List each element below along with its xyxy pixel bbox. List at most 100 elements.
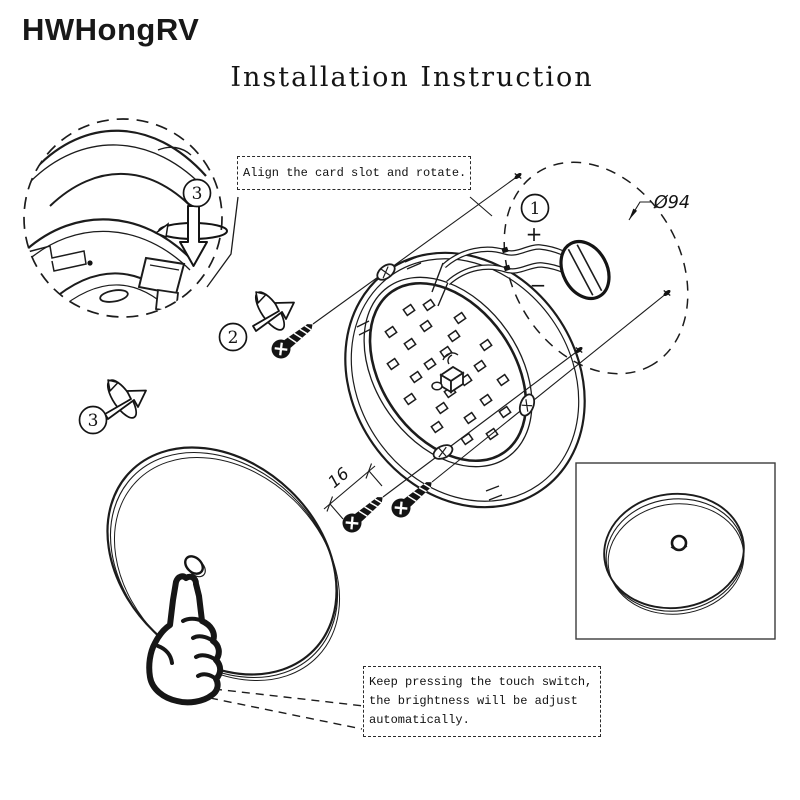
- connector-ring: [559, 239, 611, 301]
- touch-note-line-3: automatically.: [369, 713, 470, 727]
- step-badge-circle: [182, 178, 212, 208]
- card-slot-latch: [137, 256, 186, 296]
- led-chip: [473, 359, 487, 373]
- dimension-tick: [326, 496, 334, 512]
- rotate-arrow-icon: [249, 287, 295, 335]
- rotate-arrow-icon: [101, 375, 147, 423]
- pointing-hand-icon: [146, 573, 224, 706]
- led-chip: [498, 405, 512, 419]
- touch-button[interactable]: [182, 553, 206, 577]
- hand-finger-lines: [156, 616, 218, 681]
- assembled-lamp-rim: [605, 498, 745, 612]
- slot-hole: [99, 289, 129, 303]
- flange-step: [24, 245, 87, 272]
- step-badge-3-detail: 3: [182, 178, 212, 208]
- pin-dot: [87, 260, 93, 266]
- press-down-arrow-icon: [179, 205, 208, 267]
- led-chip: [447, 329, 461, 343]
- polarity-negative-label: −: [530, 273, 547, 297]
- screw-alignment-lines: [312, 175, 668, 498]
- step-badge-1: 1: [520, 193, 550, 223]
- led-chip: [422, 298, 436, 312]
- alignment-line: [382, 349, 580, 498]
- screw-length-label: 16: [324, 464, 352, 492]
- led-chip: [463, 411, 477, 425]
- alignment-line: [312, 175, 519, 325]
- wire-curl: [442, 352, 459, 365]
- page-title: Installation Instruction: [230, 62, 594, 93]
- center-terminal-block: [431, 352, 465, 394]
- rim-notch: [356, 320, 372, 336]
- step-badge-2: 2: [218, 322, 248, 352]
- panel-screw-marks: [514, 172, 671, 354]
- led-chip: [402, 303, 416, 317]
- connector-slots: [567, 244, 603, 296]
- card-slot-detail-view: 3: [23, 118, 228, 318]
- block-port: [431, 381, 443, 391]
- housing-curve: [29, 144, 209, 193]
- led-chip: [403, 392, 417, 406]
- step-badge-3: 3: [78, 405, 108, 435]
- led-chip: [430, 420, 444, 434]
- mounting-screw-icon: [337, 488, 390, 538]
- wire-connector: [559, 239, 611, 301]
- screw-hole: [518, 393, 536, 417]
- wire-clip: [501, 246, 509, 254]
- led-chip: [479, 393, 493, 407]
- touch-note-line-1: Keep pressing the touch switch,: [369, 675, 593, 689]
- dimension-tick: [365, 463, 373, 479]
- housing-curve: [157, 146, 192, 156]
- diameter-leader-line: [628, 201, 651, 221]
- diameter-leader-arrowhead: [629, 208, 638, 220]
- assembled-view-box: [575, 462, 776, 640]
- lamp-base-drawing: [344, 251, 586, 509]
- dimension-line: [323, 465, 376, 510]
- align-note-text: Align the card slot and rotate.: [243, 166, 467, 180]
- screw-length-dimension: [323, 463, 383, 520]
- recess-step-edge: [363, 276, 533, 468]
- housing-curve: [49, 173, 199, 215]
- mounting-hole-dashed-ellipse: [503, 161, 689, 375]
- led-chip: [435, 401, 449, 415]
- alignment-line: [431, 292, 668, 483]
- assembled-lamp-edge: [603, 492, 745, 610]
- wire-core: [443, 245, 564, 268]
- rotate-arrowhead-icon: [154, 222, 170, 239]
- touch-note-line-2: the brightness will be adjust: [369, 694, 578, 708]
- wire-clip: [503, 264, 511, 272]
- extension-line: [368, 470, 383, 487]
- lamp-cover-drawing: [106, 446, 341, 681]
- hole-diameter-label: Ø94: [653, 193, 690, 213]
- rim-notch: [485, 485, 503, 501]
- align-note-box: Align the card slot and rotate.: [237, 156, 471, 190]
- step-badge-number: 2: [228, 328, 239, 348]
- led-chip: [386, 357, 400, 371]
- flange-edge-curve: [25, 218, 191, 259]
- led-chip: [479, 338, 493, 352]
- leader-line: [213, 688, 365, 707]
- detail-boundary-dashed-circle: [23, 118, 223, 318]
- panel-mark: [575, 346, 583, 354]
- touch-note-box: Keep pressing the touch switch, the brig…: [363, 666, 601, 737]
- latch-line: [149, 264, 180, 271]
- step-badge-circle: [520, 193, 550, 223]
- led-chip: [423, 357, 437, 371]
- led-chip: [496, 373, 510, 387]
- latch-tab: [155, 288, 179, 314]
- led-chip: [403, 337, 417, 351]
- leader-line: [209, 697, 363, 730]
- align-note-leader-line: [206, 196, 239, 288]
- assembled-lamp-rim: [607, 503, 745, 615]
- panel-mark: [663, 289, 671, 297]
- block-right-face: [450, 371, 464, 394]
- power-wires: [431, 244, 567, 307]
- wire-core: [447, 263, 566, 285]
- led-chip: [419, 319, 433, 333]
- touch-note-leader-lines: [209, 688, 365, 730]
- hand-outline: [146, 573, 224, 706]
- step-badge-number: 3: [192, 184, 203, 204]
- extension-line: [329, 503, 344, 520]
- step-badge-circle: [78, 405, 108, 435]
- brand-logo: HWHongRV: [22, 12, 200, 47]
- panel-mark: [514, 172, 522, 180]
